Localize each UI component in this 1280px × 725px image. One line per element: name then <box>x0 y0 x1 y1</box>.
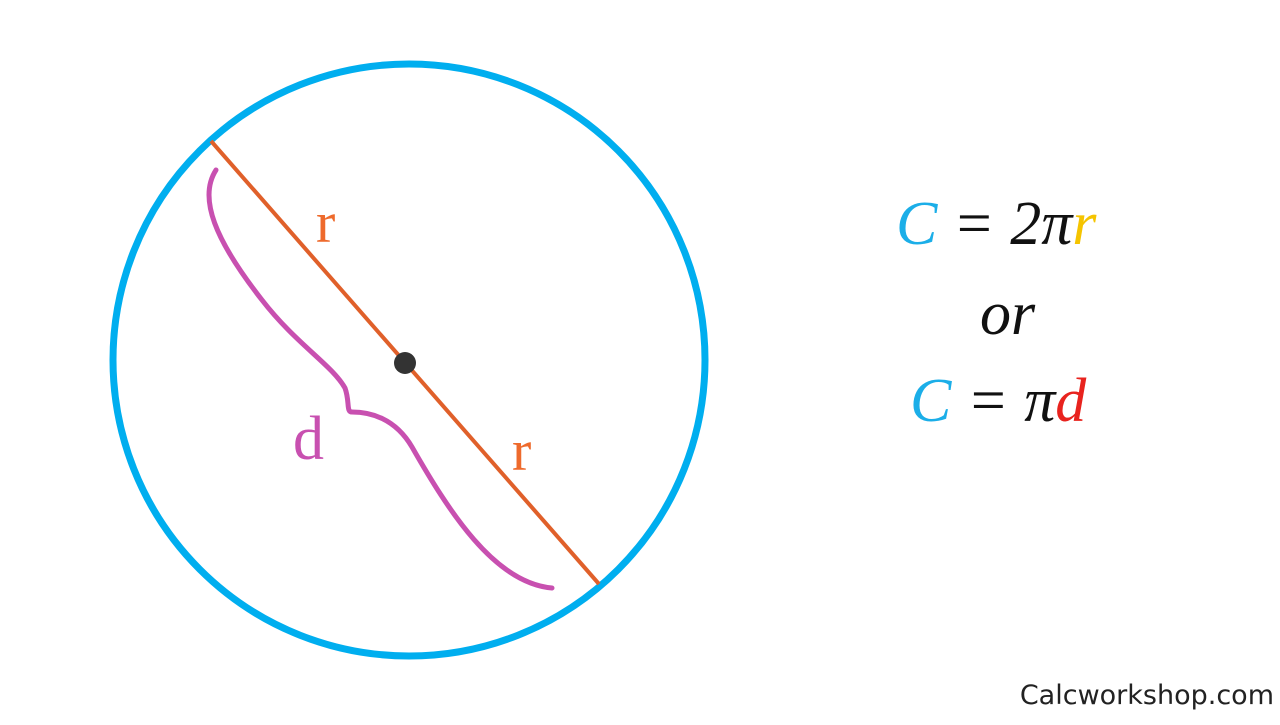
formula-or-text: or <box>980 283 1035 345</box>
radius-label-lower: r <box>512 418 531 483</box>
circumference-symbol: C <box>896 190 938 258</box>
circumference-symbol: C <box>910 367 952 435</box>
radius-label-upper: r <box>316 190 335 255</box>
radius-variable: r <box>1072 190 1097 258</box>
or-word: or <box>980 280 1036 348</box>
diameter-label: d <box>293 405 324 473</box>
circle-outline <box>109 60 709 660</box>
circumference-formula-radius: C = 2πr <box>896 193 1096 255</box>
circumference-formula-diameter: C = πd <box>910 370 1086 432</box>
center-point <box>394 352 416 374</box>
diameter-variable: d <box>1055 367 1087 435</box>
site-watermark: Calcworkshop.com <box>1019 680 1274 711</box>
diameter-brace <box>206 167 555 591</box>
formula-equals-two-pi: = 2π <box>937 190 1073 258</box>
formula-equals-pi: = π <box>951 367 1056 435</box>
